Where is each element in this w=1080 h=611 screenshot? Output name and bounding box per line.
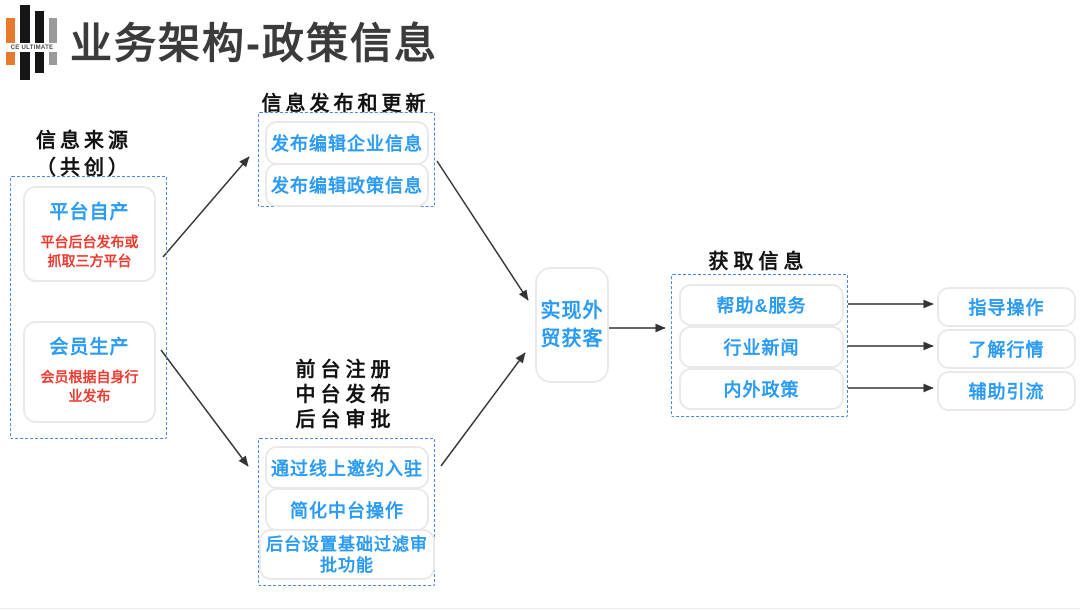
acquire-group-header: 获取信息 <box>708 251 809 273</box>
node-assist-traffic: 辅助引流 <box>937 371 1076 411</box>
node-policy-inout: 内外政策 <box>679 368 844 410</box>
node-help-service: 帮助&服务 <box>679 284 844 326</box>
company-logo: CE ULTIMATE <box>6 4 58 82</box>
node-online-invite: 通过线上邀约入驻 <box>265 446 429 489</box>
node-member-produce-title: 会员生产 <box>49 337 130 358</box>
arrow-source-to-publish <box>162 156 250 258</box>
logo-bar-black-left <box>20 5 30 80</box>
logo-bar-black-right <box>35 11 44 73</box>
arrow-register-to-goal <box>440 352 526 467</box>
arrow-source-to-register <box>160 349 249 467</box>
logo-text: CE ULTIMATE <box>10 44 54 51</box>
node-industry-news: 行业新闻 <box>679 326 844 368</box>
node-simplify-midplatform: 简化中台操作 <box>265 488 429 531</box>
node-know-market: 了解行情 <box>937 329 1076 369</box>
register-group-box <box>258 438 435 586</box>
register-group-header: 前台注册 中台发布 后台审批 <box>295 359 396 431</box>
arrow-publish-to-goal <box>436 160 529 301</box>
source-group-header: 信息来源 （共创） <box>36 130 132 179</box>
node-member-produce-note: 会员根据自身行 业发布 <box>40 369 139 404</box>
logo-bar-gray <box>49 18 57 65</box>
node-platform-produce: 平台自产 平台后台发布或 抓取三方平台 <box>23 186 156 282</box>
node-platform-produce-note: 平台后台发布或 抓取三方平台 <box>40 234 139 269</box>
node-publish-policy-info: 发布编辑政策信息 <box>265 163 429 207</box>
node-backend-filter-approve: 后台设置基础过滤审 批功能 <box>259 529 435 580</box>
node-foreign-trade-goal: 实现外 贸获客 <box>535 267 609 383</box>
logo-text-band: CE ULTIMATE <box>6 43 58 52</box>
acquire-group-box <box>671 274 848 417</box>
page-title: 业务架构-政策信息 <box>70 20 438 67</box>
node-platform-produce-title: 平台自产 <box>49 202 130 223</box>
source-group-box <box>10 176 167 439</box>
publish-group-header: 信息发布和更新 <box>261 93 430 115</box>
logo-bar-orange <box>6 18 15 65</box>
slide-bottom-edge <box>0 608 1080 609</box>
node-publish-company-info: 发布编辑企业信息 <box>265 121 429 165</box>
node-member-produce: 会员生产 会员根据自身行 业发布 <box>23 321 156 423</box>
node-guide-operation: 指导操作 <box>937 287 1076 327</box>
